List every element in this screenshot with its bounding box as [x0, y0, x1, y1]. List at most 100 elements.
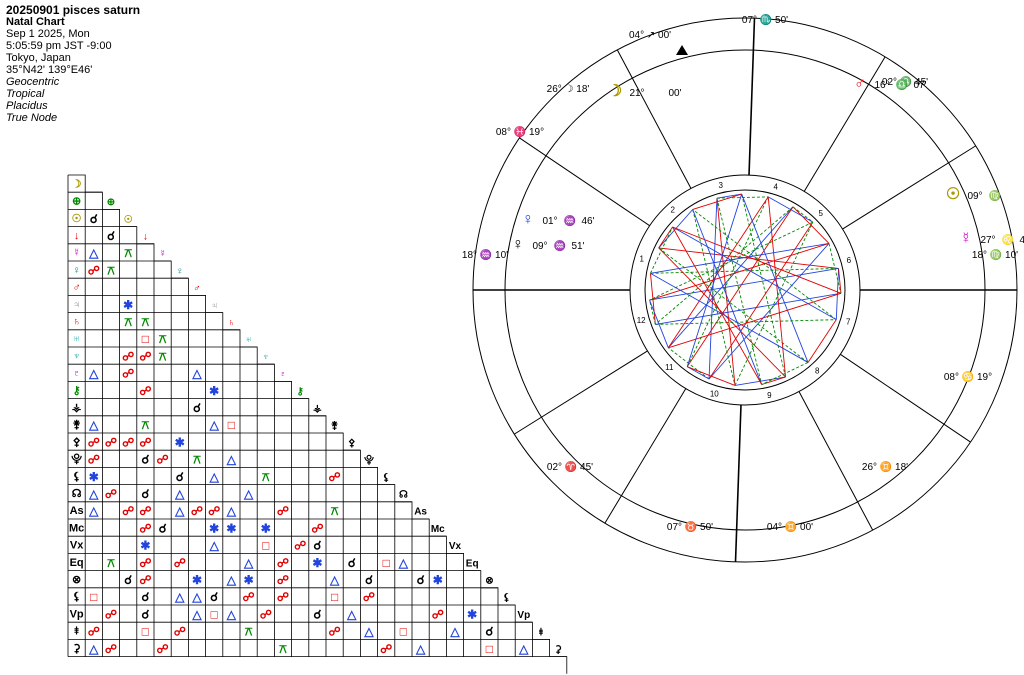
aspect-line: [650, 272, 809, 363]
aspect-conj: ☌: [485, 625, 493, 639]
svg-text:☉: ☉: [946, 186, 960, 203]
aspect-conj: ☌: [210, 590, 218, 604]
aspect-opp: ☍: [277, 504, 289, 518]
grid-diag-vertex-p-label: Vp: [517, 610, 530, 621]
zodiac-cusp-label: 26° ☽ 18': [547, 84, 590, 95]
aspect-opp: ☍: [122, 504, 134, 518]
grid-diag-mars-icon: ♂: [193, 283, 201, 294]
aspect-opp: ☍: [88, 435, 100, 449]
grid-diag-vertex-label: Vx: [449, 541, 462, 552]
house-number: 4: [773, 182, 778, 191]
aspect-trine: △: [415, 642, 426, 656]
zodiac-cusp-label: 18° ♍ 10': [972, 248, 1018, 261]
aspect-sextile: ✱: [140, 539, 150, 553]
aspect-line: [650, 226, 673, 274]
svg-text:51': 51': [571, 241, 584, 252]
aspect-trine: △: [88, 642, 99, 656]
aspect-line: [741, 193, 787, 378]
aspect-line: [686, 193, 743, 367]
grid-diag-pallas-icon: ⚶: [313, 404, 322, 415]
chart-coords: 35°N42' 139°E46': [6, 64, 93, 76]
aspect-opp: ☍: [88, 453, 100, 467]
grid-row-uranus-icon: ♅: [72, 333, 80, 345]
aspect-trine: △: [398, 556, 409, 570]
svg-text:07': 07': [913, 80, 926, 91]
aspect-sextile: ✱: [433, 573, 443, 587]
aspect-trine: △: [209, 539, 220, 553]
svg-text:41': 41': [1019, 235, 1024, 246]
grid-row-dark-moon-icon: ⚸: [73, 591, 81, 603]
aspect-trine: △: [88, 504, 99, 518]
zodiac-cusp-label: 08° ♋ 19°: [944, 370, 992, 383]
aspect-line: [807, 319, 837, 363]
chart-header: 20250901 pisces saturn Natal Chart Sep 1…: [6, 4, 140, 124]
svg-text:09°: 09°: [532, 241, 547, 252]
aspect-trine: △: [191, 607, 202, 621]
aspect-line: [649, 299, 656, 325]
svg-text:01°: 01°: [542, 216, 557, 227]
grid-row-mars-icon: ♂: [72, 282, 80, 294]
moon-icon: ☽21°00': [608, 83, 682, 100]
house-cusp-line: [803, 56, 886, 192]
aspect-opp: ☍: [105, 642, 117, 656]
aspect-trine: △: [88, 487, 99, 501]
aspect-line: [649, 221, 814, 301]
house-number: 10: [710, 390, 719, 399]
aspect-opp: ☍: [294, 539, 306, 553]
aspect-sextile: ✱: [89, 470, 99, 484]
aspect-conj: ☌: [141, 590, 149, 604]
house-number: 3: [718, 181, 723, 190]
aspect-conj: ☌: [141, 487, 149, 501]
aspect-line: [692, 209, 837, 321]
aspect-grid: ☽⊕☉↓☿♀♂♃♄♅♆♇⚷⚶⚵⚴⯓⚸☊AsMcVxEq⊗⚸Vp⯒⚳⊕☉↓☿♀♂♃…: [67, 174, 568, 674]
aspect-conj: ☌: [159, 521, 167, 535]
house-cusp-line: [840, 353, 971, 443]
grid-row-neptune-icon: ♆: [72, 350, 80, 362]
svg-text:♀: ♀: [522, 211, 534, 228]
wheel-inner-ring: [644, 189, 846, 391]
aspect-conj: ☌: [141, 453, 149, 467]
chart-system-geocentric: Geocentric: [6, 76, 60, 88]
grid-row-pallas-icon: ⚶: [72, 402, 81, 414]
aspect-trine: △: [88, 418, 99, 432]
chart-title: 20250901 pisces saturn: [6, 3, 141, 17]
grid-diag-sun-icon: ☉: [124, 214, 133, 225]
aspect-line: [692, 193, 742, 210]
grid-diag-midheaven-label: Mc: [431, 524, 445, 535]
aspect-trine: △: [243, 556, 254, 570]
aspect-line: [761, 362, 809, 385]
aspect-minor: ⚻: [107, 556, 115, 570]
grid-row-earth-icon: ⊕: [72, 196, 81, 208]
aspect-line: [768, 196, 814, 223]
aspect-opp: ☍: [139, 349, 151, 363]
mc-arrow-icon: [676, 45, 688, 55]
aspect-conj: ☌: [124, 573, 132, 587]
aspect-square: □: [331, 590, 338, 604]
aspect-minor: ⚻: [159, 349, 167, 363]
aspect-trine: △: [88, 367, 99, 381]
aspect-trine: △: [449, 625, 460, 639]
aspect-line: [658, 247, 786, 378]
aspect-opp: ☍: [329, 625, 341, 639]
grid-row-chiron-icon: ⚷: [73, 385, 81, 397]
zodiac-cusp-label: 08° ♓ 19°: [496, 125, 544, 138]
house-cusp-line: [616, 49, 692, 189]
grid-row-lilith-icon: ⚸: [73, 471, 81, 483]
aspect-minor: ⚻: [141, 418, 149, 432]
grid-diag-node-arrow-icon: ↓: [143, 232, 148, 243]
grid-diag-node-icon: ☊: [399, 490, 408, 501]
aspect-trine: △: [226, 607, 237, 621]
aspect-opp: ☍: [105, 607, 117, 621]
house-number: 11: [665, 363, 674, 372]
grid-row-vesta-icon: ⚴: [73, 436, 81, 448]
grid-diag-neptune-icon: ♆: [262, 352, 270, 363]
mars-icon: ♂16°♎07': [854, 75, 927, 92]
aspect-conj: ☌: [313, 539, 321, 553]
aspect-square: □: [90, 590, 97, 604]
grid-diag-vesta-icon: ⚴: [348, 438, 355, 449]
grid-row-venus-bottom-icon: ⚳: [73, 643, 81, 655]
aspect-conj: ☌: [176, 470, 184, 484]
aspect-sextile: ✱: [261, 521, 271, 535]
grid-diag-uranus-icon: ♅: [245, 335, 253, 346]
grid-row-midheaven-label: Mc: [69, 522, 84, 534]
